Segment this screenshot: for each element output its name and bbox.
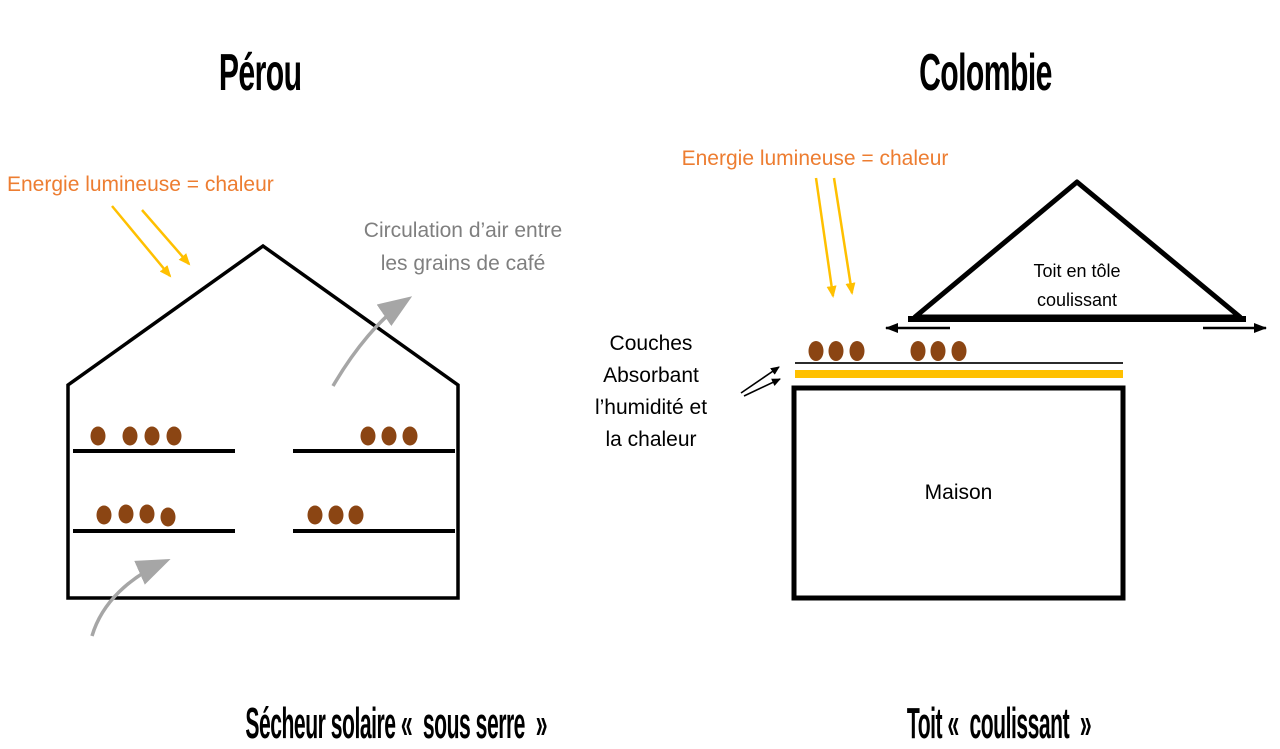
coffee-bean bbox=[139, 504, 155, 524]
sun-ray-arrow bbox=[814, 177, 837, 298]
coffee-bean bbox=[951, 341, 967, 361]
coffee-bean bbox=[910, 341, 926, 361]
caption-left-text: Sécheur solaire « sous serre » bbox=[245, 699, 548, 749]
coffee-beans-top-right bbox=[360, 426, 418, 446]
roof-label-line1: Toit en tôle bbox=[1033, 261, 1121, 281]
coffee-beans-roof bbox=[808, 341, 967, 361]
sun-ray-arrow bbox=[141, 209, 191, 266]
couches-label-line2: Absorbant bbox=[603, 364, 699, 387]
layer-pointer-arrow bbox=[743, 378, 781, 397]
coffee-bean bbox=[118, 504, 134, 524]
coffee-beans-bottom-left bbox=[96, 504, 176, 527]
coffee-bean bbox=[160, 507, 176, 527]
sun-ray-arrows-right bbox=[814, 177, 856, 298]
couches-label-line4: la chaleur bbox=[605, 428, 697, 451]
coffee-beans-bottom-right bbox=[307, 505, 364, 525]
coffee-bean bbox=[930, 341, 946, 361]
sun-ray-arrows-left bbox=[111, 205, 191, 278]
energy-label-left: Energie lumineuse = chaleur bbox=[7, 173, 274, 196]
caption-right-text: Toit « coulissant » bbox=[907, 699, 1092, 749]
drying-shelves bbox=[73, 449, 455, 533]
coffee-bean bbox=[96, 505, 112, 525]
perou-title: Pérou bbox=[110, 44, 410, 102]
coffee-bean bbox=[144, 426, 160, 446]
circulation-label-line1: Circulation d’air entre bbox=[363, 219, 563, 242]
layer-pointer-arrows bbox=[740, 366, 781, 397]
greenhouse-diagram bbox=[66, 205, 460, 637]
maison-label: Maison bbox=[924, 481, 993, 504]
coffee-bean bbox=[328, 505, 344, 525]
coffee-bean bbox=[402, 426, 418, 446]
layer-pointer-arrow bbox=[740, 366, 780, 394]
circulation-label-line2: les grains de café bbox=[380, 252, 546, 275]
sliding-roof-diagram bbox=[740, 177, 1267, 601]
colombie-title-text: Colombie bbox=[918, 44, 1052, 102]
coffee-bean bbox=[348, 505, 364, 525]
roof-label-line2: coulissant bbox=[1036, 290, 1118, 310]
perou-title-text: Pérou bbox=[218, 44, 302, 102]
sun-ray-arrow bbox=[111, 205, 172, 278]
couches-label: Couches Absorbant l’humidité et la chale… bbox=[576, 328, 726, 456]
coffee-bean bbox=[381, 426, 397, 446]
roof-label: Toit en tôle coulissant bbox=[977, 257, 1177, 315]
coffee-bean bbox=[849, 341, 865, 361]
airflow-arrow-inlet bbox=[90, 558, 171, 637]
circulation-label: Circulation d’air entre les grains de ca… bbox=[343, 214, 583, 280]
coffee-bean bbox=[360, 426, 376, 446]
coffee-beans-top-left bbox=[90, 426, 182, 446]
coffee-bean bbox=[90, 426, 106, 446]
coffee-bean bbox=[307, 505, 323, 525]
coffee-bean bbox=[828, 341, 844, 361]
coffee-bean bbox=[808, 341, 824, 361]
couches-label-line1: Couches bbox=[609, 332, 693, 355]
caption-right: Toit « coulissant » bbox=[785, 652, 1185, 749]
sun-ray-arrow bbox=[832, 177, 856, 295]
coffee-bean bbox=[166, 426, 182, 446]
airflow-arrow-outlet bbox=[331, 296, 413, 387]
greenhouse-outline bbox=[66, 243, 460, 600]
caption-left: Sécheur solaire « sous serre » bbox=[60, 652, 548, 749]
diagram-canvas bbox=[66, 177, 1267, 637]
energy-label-right: Energie lumineuse = chaleur bbox=[681, 147, 949, 170]
coffee-bean bbox=[122, 426, 138, 446]
couches-label-line3: l’humidité et bbox=[594, 396, 708, 419]
maison-box bbox=[791, 385, 1126, 601]
colombie-title: Colombie bbox=[835, 44, 1135, 102]
